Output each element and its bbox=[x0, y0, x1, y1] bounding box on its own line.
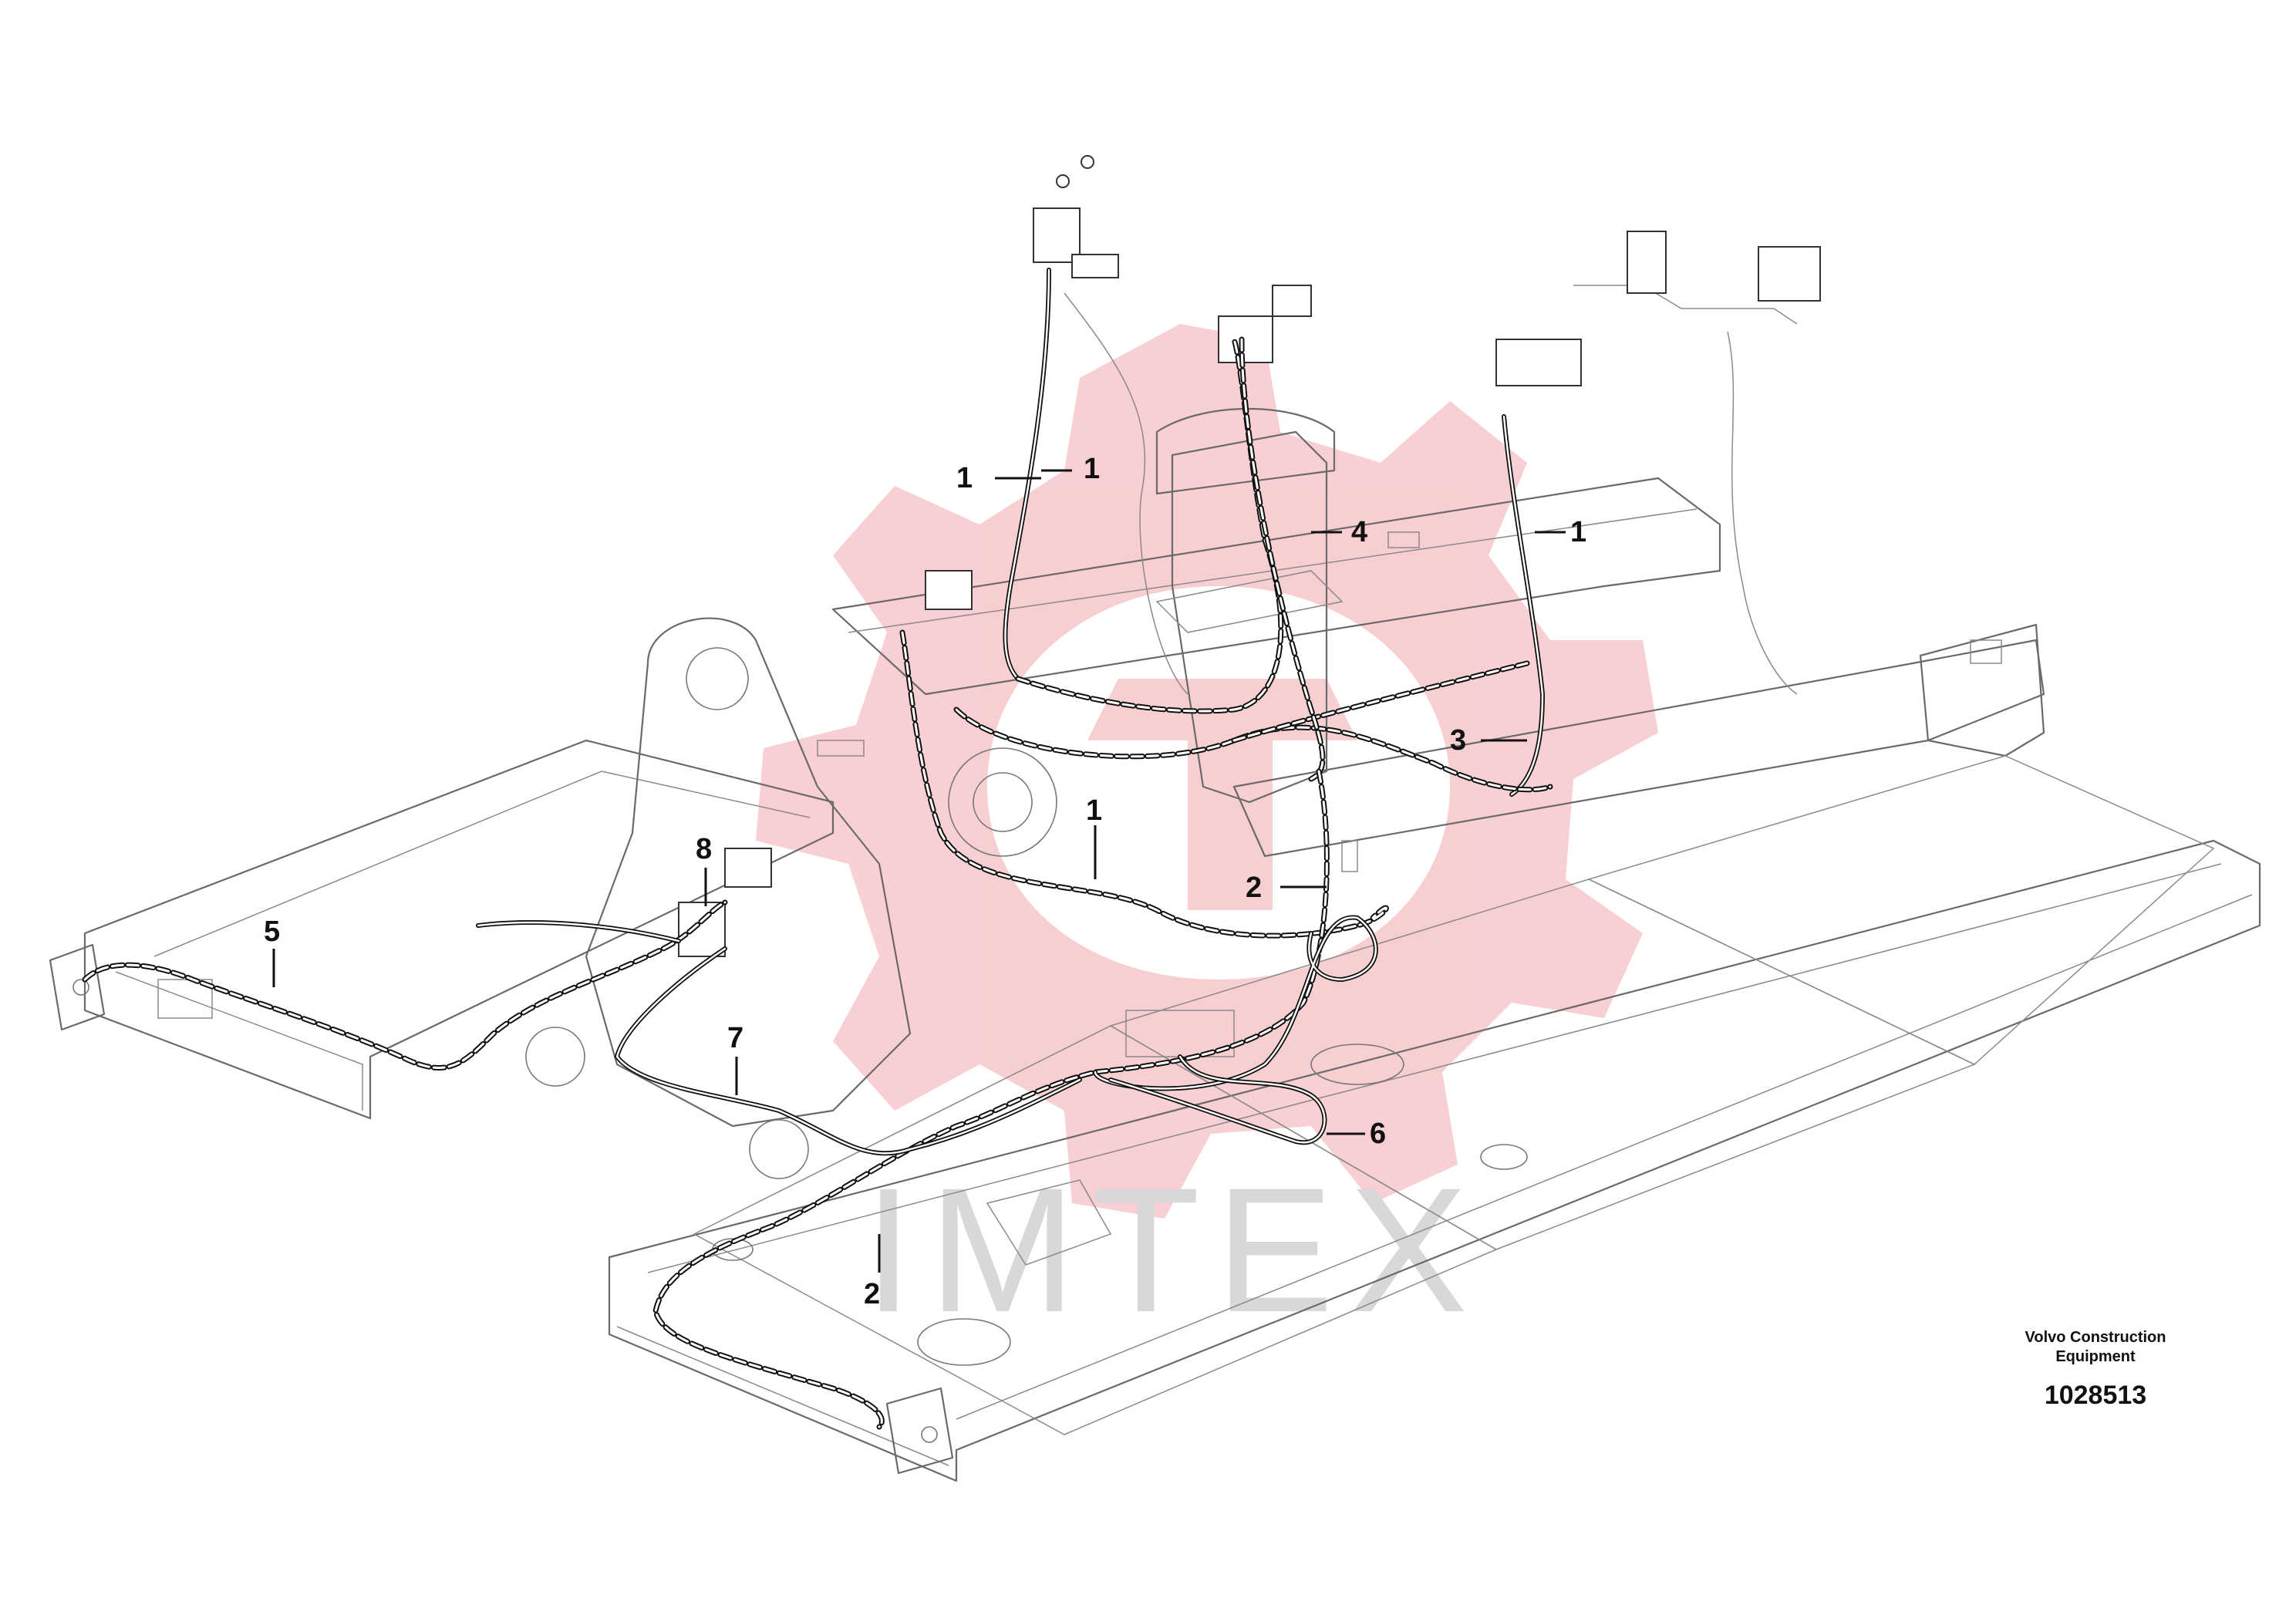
boom-pin-hole-upper bbox=[686, 647, 749, 710]
drawing-number: 1028513 bbox=[2044, 1381, 2147, 1410]
bracket-c bbox=[1341, 840, 1358, 872]
sensor-block-right bbox=[1495, 339, 1582, 386]
switch-left bbox=[925, 570, 973, 610]
right-end-bolt bbox=[921, 1426, 938, 1443]
harness-1-left-vertical-core bbox=[1004, 268, 1050, 680]
callout-2-center: 2 bbox=[1246, 872, 1262, 904]
callout-7: 7 bbox=[727, 1022, 743, 1054]
callout-5: 5 bbox=[264, 916, 280, 948]
hydraulic-hose-left bbox=[1064, 292, 1188, 695]
swivel-tower-ring bbox=[1155, 570, 1344, 633]
swivel-mount bbox=[986, 1179, 1112, 1266]
harness-6-core bbox=[1094, 916, 1377, 1090]
deck-hole-1 bbox=[1310, 1044, 1404, 1085]
right-cross-member bbox=[1232, 639, 2045, 858]
left-rail-inner bbox=[115, 971, 363, 1111]
sensor-block-center bbox=[1218, 315, 1273, 363]
callout-leaders bbox=[272, 469, 1566, 1273]
harness-7-core bbox=[615, 947, 1081, 1155]
junction-box bbox=[724, 848, 772, 888]
left-end-bolt bbox=[72, 979, 89, 996]
harness-3-core bbox=[955, 708, 1552, 791]
harness-5 bbox=[82, 899, 728, 1071]
drawing-caption: Volvo Construction Equipment 1028513 bbox=[1995, 1328, 2196, 1411]
right-end-bracket bbox=[885, 1387, 954, 1475]
harness-4-core bbox=[1240, 338, 1324, 781]
callout-3: 3 bbox=[1450, 724, 1466, 757]
boom-mount-bracket bbox=[585, 617, 912, 1128]
callout-8: 8 bbox=[696, 833, 712, 865]
bracket-b bbox=[1387, 531, 1420, 548]
harness-1-lower-loop-core bbox=[901, 631, 1387, 937]
callout-4: 4 bbox=[1351, 516, 1367, 548]
rear-deck-plate bbox=[1586, 755, 2215, 1065]
hydraulic-hose-right bbox=[1727, 331, 1798, 695]
callout-1-right: 1 bbox=[1570, 516, 1586, 548]
front-deck-plate bbox=[693, 1025, 1498, 1435]
right-rail-top bbox=[647, 863, 2222, 1273]
lower-pin-hole-1 bbox=[525, 1027, 585, 1087]
deck-hole-2 bbox=[1480, 1144, 1528, 1170]
deck-hole-3 bbox=[917, 1318, 1011, 1366]
relay-module bbox=[678, 902, 726, 957]
right-long-rail bbox=[608, 839, 2261, 1482]
sensor-block-far-right bbox=[1758, 246, 1821, 302]
callout-1-left-b: 1 bbox=[1084, 453, 1100, 485]
boom-pin-hole-lower bbox=[948, 747, 1057, 857]
callout-1-lower: 1 bbox=[1086, 794, 1102, 827]
right-post-cap bbox=[1970, 639, 2002, 664]
left-end-bracket bbox=[49, 943, 106, 1031]
sensor-block-far-right-2 bbox=[1627, 231, 1667, 294]
hydraulic-pipe-top-right bbox=[1573, 285, 1798, 325]
harness-1-right-core bbox=[1502, 415, 1544, 796]
sensor-block-top-left bbox=[1033, 207, 1081, 263]
swivel-top-dome bbox=[1155, 408, 1336, 495]
connector-top-left bbox=[1071, 254, 1119, 278]
manufacturer-line-2: Equipment bbox=[2055, 1348, 2136, 1365]
callout-labels: 1 1 1 1 2 2 3 4 5 6 7 8 bbox=[264, 453, 1586, 1310]
callout-1-left: 1 bbox=[956, 462, 973, 494]
wiring-harnesses bbox=[82, 268, 1553, 1430]
watermark-gear-emblem bbox=[1087, 679, 1357, 910]
electrical-components bbox=[678, 155, 1821, 957]
harness-8-core bbox=[477, 921, 680, 943]
swivel-tower bbox=[1171, 430, 1328, 804]
cable-end-top-2 bbox=[1081, 155, 1094, 169]
left-rail-plate bbox=[157, 979, 213, 1019]
harness-3-b-core bbox=[1232, 662, 1529, 742]
manufacturer-line-1: Volvo Construction bbox=[2025, 1329, 2166, 1346]
callout-6: 6 bbox=[1370, 1118, 1386, 1150]
lower-pin-hole-2 bbox=[749, 1119, 809, 1179]
harness-5-core bbox=[83, 901, 727, 1069]
cable-end-top bbox=[1056, 174, 1070, 188]
right-frame-end-post bbox=[1919, 623, 2045, 757]
watermark-text: IMTEX bbox=[864, 1151, 1483, 1349]
left-rail-top-edge bbox=[153, 771, 811, 957]
left-rail bbox=[83, 739, 834, 1120]
harness-6-lower-core bbox=[1109, 1055, 1326, 1144]
callout-2-lower: 2 bbox=[864, 1278, 880, 1310]
bracket-a bbox=[817, 740, 865, 757]
upper-back-rail bbox=[831, 477, 1721, 696]
connector-center bbox=[1272, 285, 1312, 317]
boom-pin-hole-lower-inner bbox=[973, 772, 1033, 832]
right-rail-front-face bbox=[956, 894, 2253, 1420]
